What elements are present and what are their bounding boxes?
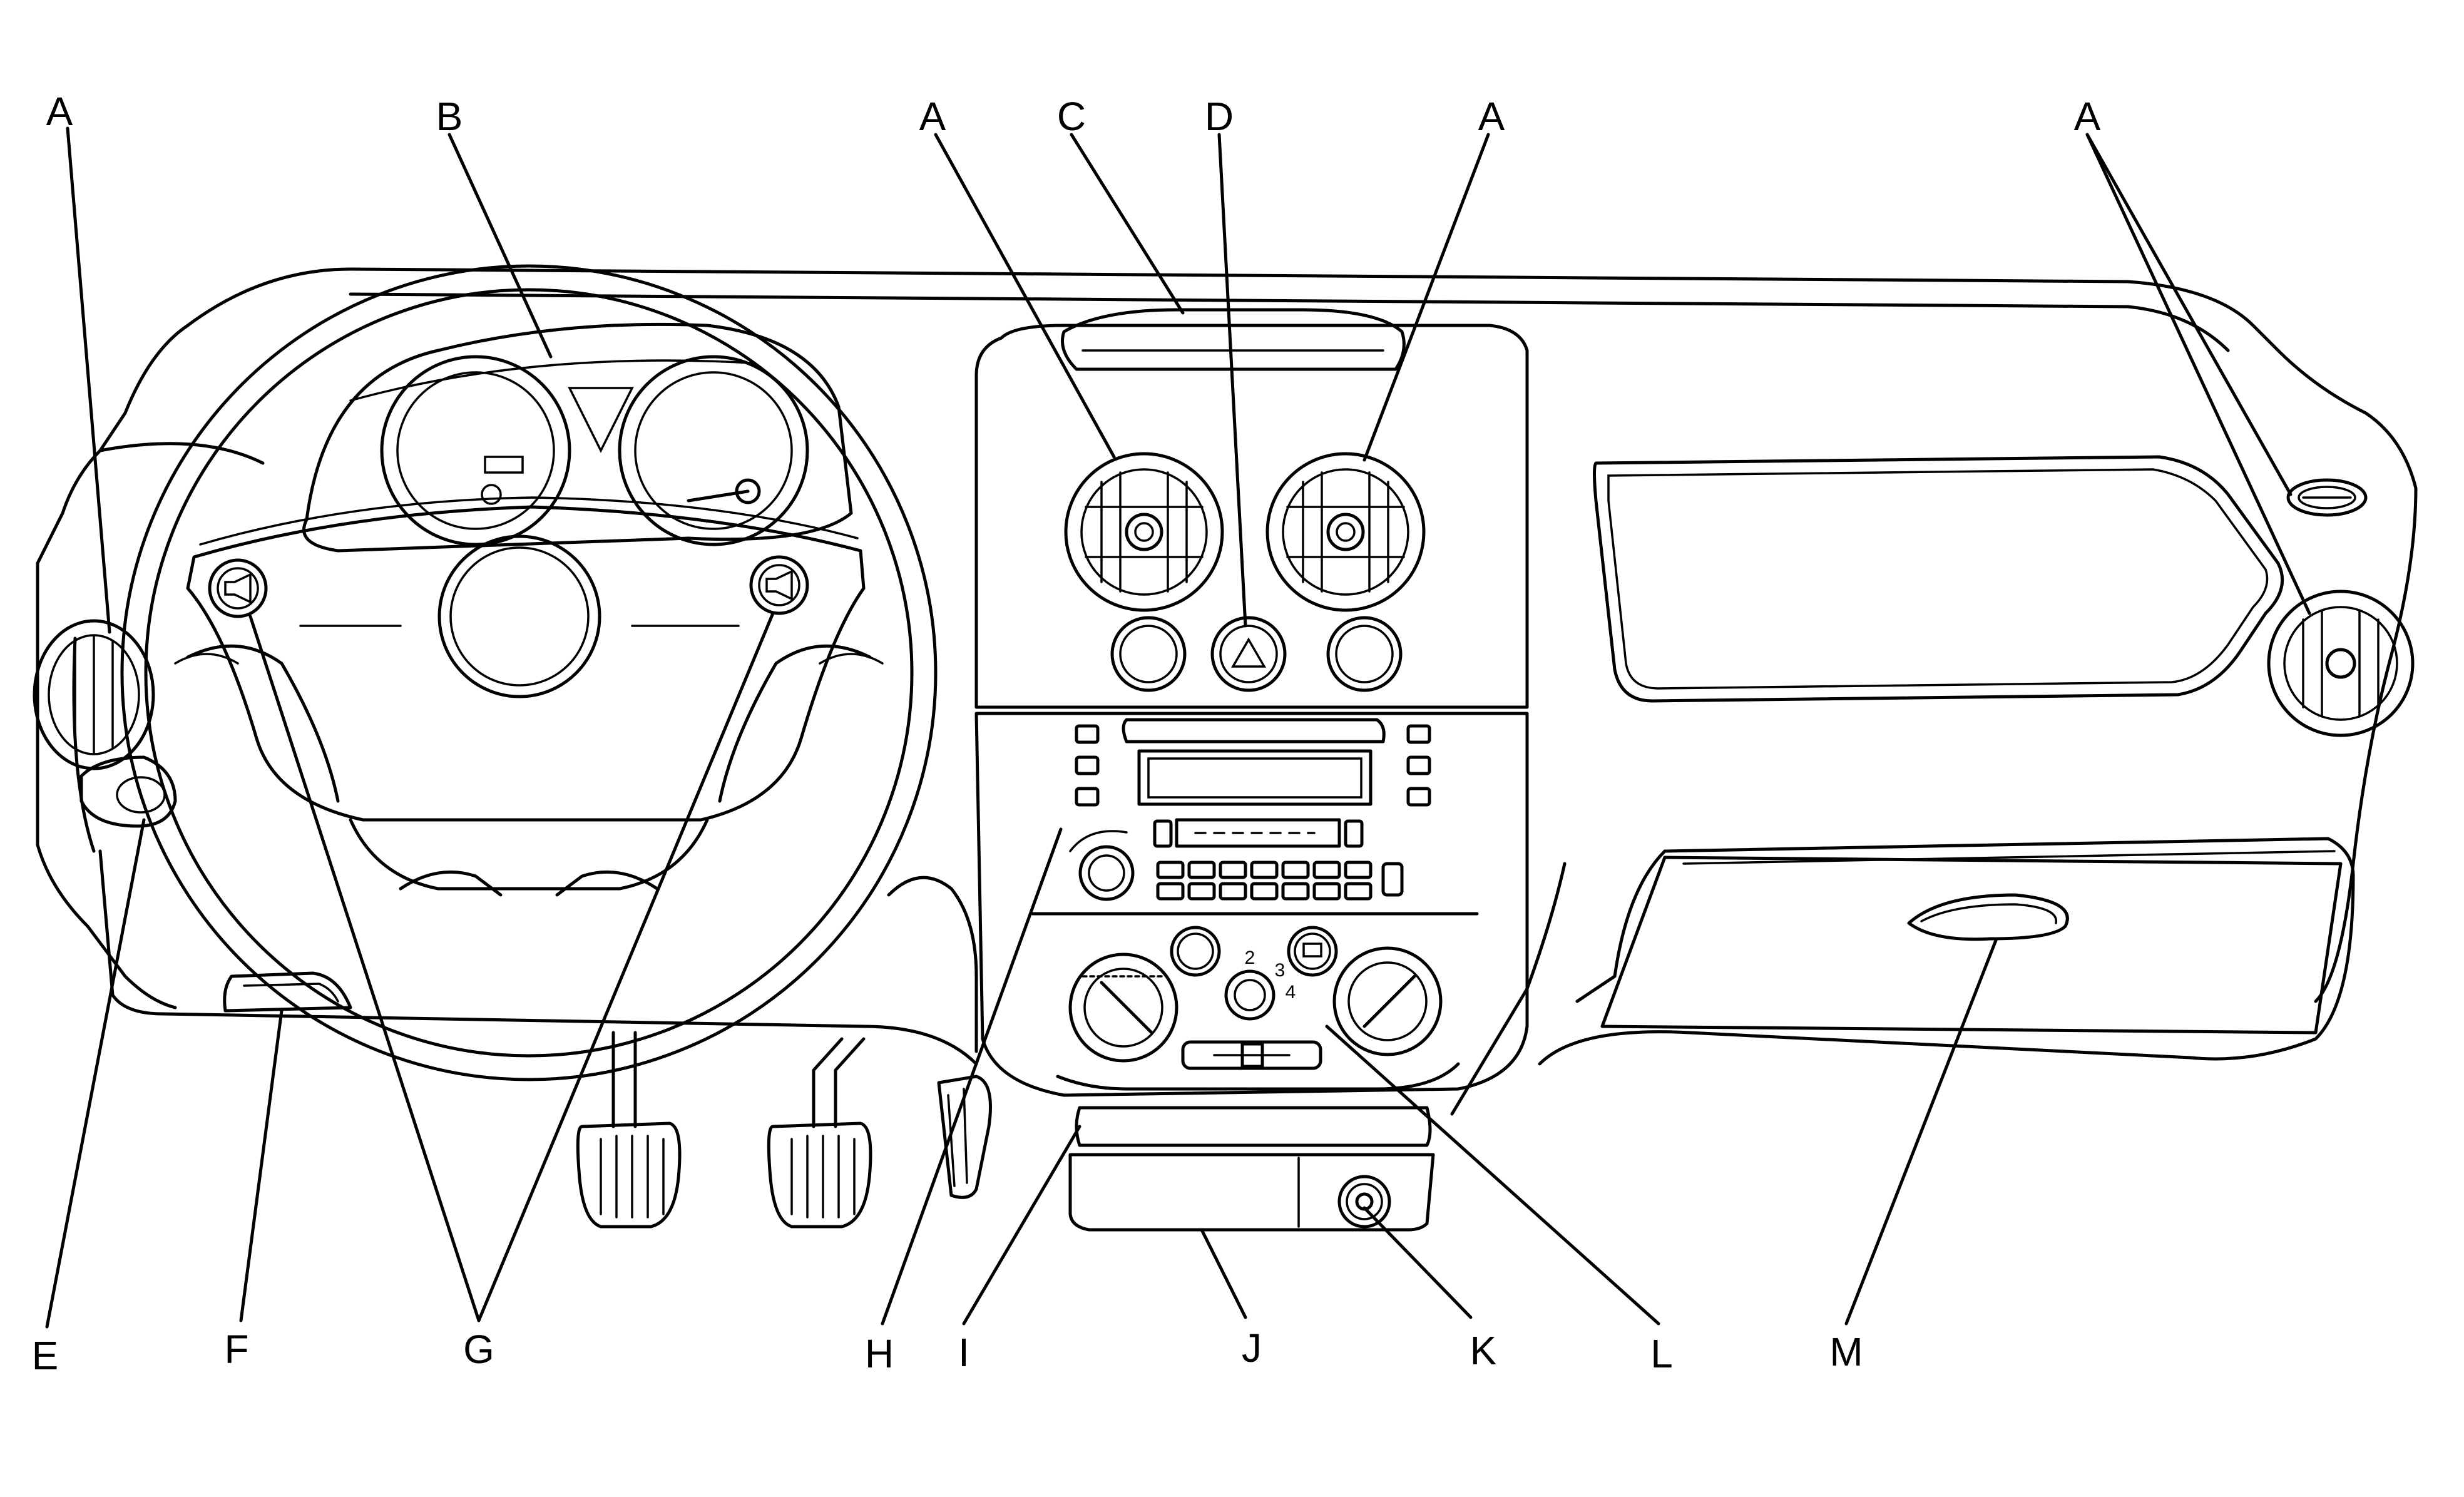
right-horn-button[interactable] xyxy=(749,555,809,615)
callout-g: G xyxy=(463,1327,494,1372)
fan-speed-label-2: 2 xyxy=(1245,948,1255,968)
hood-release-handle[interactable] xyxy=(223,971,352,1013)
callout-j: J xyxy=(1242,1326,1262,1371)
fan-speed-label-4: 4 xyxy=(1286,982,1296,1003)
exterior-lamps-control[interactable] xyxy=(79,755,177,828)
callout-a-right-vents: A xyxy=(2074,94,2101,139)
horn-icon xyxy=(765,570,793,601)
callout-e: E xyxy=(32,1333,59,1378)
rear-window-defogger-button[interactable] xyxy=(1287,926,1338,977)
climate-controls: 2 3 4 xyxy=(1031,912,1479,1091)
pedals xyxy=(576,1031,992,1229)
hazard-triangle-icon xyxy=(1230,637,1267,668)
tachometer-gauge xyxy=(380,355,571,546)
center-defrost-vent xyxy=(1061,308,1406,371)
clutch-pedal xyxy=(576,1031,682,1229)
audio-system xyxy=(1069,718,1431,901)
left-horn-button[interactable] xyxy=(208,558,268,618)
storage-area xyxy=(1075,1106,1432,1147)
brake-pedal xyxy=(767,1037,872,1229)
cluster-center-warning-icon xyxy=(568,387,634,453)
audio-power-volume-knob[interactable] xyxy=(1078,845,1135,901)
passenger-airbag-panel xyxy=(1593,455,2284,703)
callout-a-center-left-vent: A xyxy=(919,94,946,139)
callout-a-left-vent: A xyxy=(46,89,73,134)
center-left-air-vent xyxy=(1064,452,1224,612)
callout-c: C xyxy=(1057,94,1086,139)
callout-d: D xyxy=(1205,94,1234,139)
instrument-cluster xyxy=(302,322,853,553)
callout-a-center-right-vent: A xyxy=(1478,94,1505,139)
callout-f: F xyxy=(224,1327,248,1372)
left-side-air-vent xyxy=(33,619,155,770)
hazard-warning-button[interactable] xyxy=(1210,616,1287,692)
rear-defog-icon xyxy=(1302,943,1322,958)
callout-l: L xyxy=(1650,1331,1673,1376)
fan-speed-label-3: 3 xyxy=(1275,960,1286,981)
glovebox xyxy=(1600,856,2343,1035)
dashboard-outline xyxy=(36,267,2418,1116)
speedometer-gauge xyxy=(618,355,809,546)
ashtray xyxy=(1068,1153,1435,1232)
accelerator-pedal xyxy=(937,1075,992,1199)
air-delivery-knob[interactable] xyxy=(1332,946,1443,1056)
callout-h: H xyxy=(865,1331,894,1376)
horn-icon xyxy=(224,573,252,604)
callout-k: K xyxy=(1470,1328,1497,1373)
right-side-air-vent xyxy=(2267,590,2415,737)
callout-m: M xyxy=(1829,1329,1863,1374)
recirculation-slider[interactable] xyxy=(1181,1040,1322,1070)
temperature-knob[interactable] xyxy=(1068,953,1178,1063)
center-right-air-vent xyxy=(1265,452,1426,612)
side-window-defog-vent xyxy=(2286,478,2368,517)
callout-i: I xyxy=(958,1330,969,1375)
horn-pad[interactable] xyxy=(437,534,601,698)
fan-speed-knob[interactable]: 2 3 4 xyxy=(1224,948,1296,1021)
glovebox-handle xyxy=(1907,893,2069,941)
center-stack: 2 3 4 xyxy=(974,308,1529,1232)
callout-b: B xyxy=(436,94,463,139)
lower-console xyxy=(1068,1106,1435,1232)
steering-wheel xyxy=(120,264,938,1081)
leader-lines xyxy=(45,126,2311,1329)
air-conditioning-button[interactable] xyxy=(1170,926,1221,977)
cigarette-lighter[interactable] xyxy=(1337,1175,1391,1229)
callout-labels: A B A C D A A E F G H I J K L M xyxy=(32,89,2101,1378)
